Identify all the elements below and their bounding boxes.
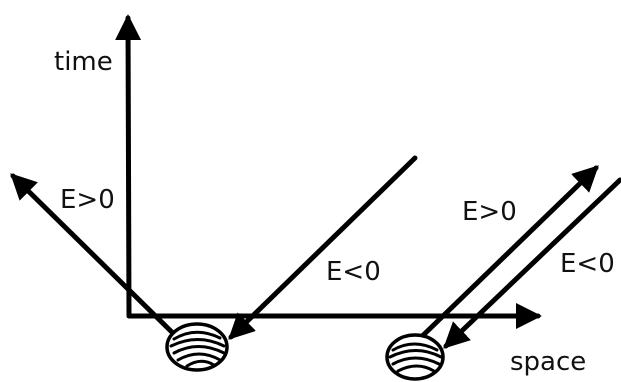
right-negative-energy-label: E<0 [560,249,615,279]
time-axis [115,14,142,319]
space-axis-label: space [510,347,586,377]
negative-energy-right-arrow [443,177,621,349]
positive-energy-left-arrow [10,173,186,346]
right-particle-icon [385,333,445,381]
left-negative-energy-label: E<0 [326,257,381,287]
negative-energy-left-arrow [228,155,418,340]
right-positive-energy-label: E>0 [462,197,517,227]
left-positive-energy-label: E>0 [60,185,115,215]
positive-energy-right-arrow [410,165,599,348]
left-particle-icon [165,322,229,372]
time-axis-label: time [54,47,113,77]
